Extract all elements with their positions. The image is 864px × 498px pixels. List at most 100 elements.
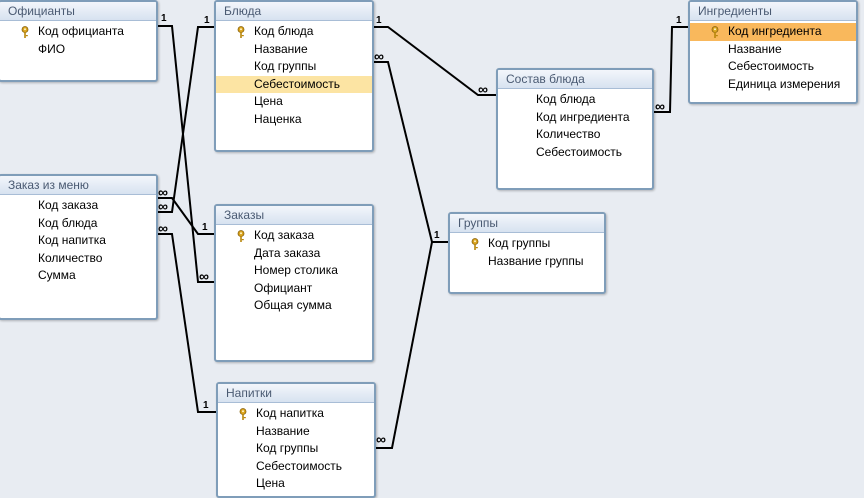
link-waiters-orders[interactable] bbox=[156, 25, 214, 283]
card-drinks-many-group: ∞ bbox=[376, 431, 386, 447]
primary-key-icon bbox=[238, 408, 248, 420]
card-orders-many: ∞ bbox=[199, 268, 209, 284]
table-drinks-title[interactable]: Напитки bbox=[218, 384, 374, 403]
table-ingredients-title[interactable]: Ингредиенты bbox=[690, 2, 856, 21]
field-composition-1[interactable]: Код ингредиента bbox=[498, 109, 652, 127]
field-label: Дата заказа bbox=[254, 245, 321, 260]
field-orders-3[interactable]: Официант bbox=[216, 280, 372, 298]
field-label: Код ингредиента bbox=[728, 24, 822, 38]
field-label: Код блюда bbox=[254, 24, 314, 38]
field-label: Код группы bbox=[256, 441, 319, 455]
field-drinks-4[interactable]: Цена bbox=[218, 475, 374, 493]
field-label: Код ингредиента bbox=[536, 109, 630, 124]
field-dishes-4[interactable]: Цена bbox=[216, 93, 372, 111]
field-ingredients-3[interactable]: Единица измерения bbox=[690, 76, 856, 94]
field-label: Код блюда bbox=[536, 92, 596, 106]
table-composition-title[interactable]: Состав блюда bbox=[498, 70, 652, 89]
card-groups-one: 1 bbox=[434, 230, 440, 241]
card-composition-many-dish: ∞ bbox=[478, 81, 488, 97]
field-label: Себестоимость bbox=[254, 76, 341, 91]
field-label: Код блюда bbox=[38, 215, 98, 230]
link-groups-dishes[interactable] bbox=[372, 61, 448, 243]
card-drinks-one: 1 bbox=[203, 400, 209, 411]
field-label: Цена bbox=[256, 476, 285, 490]
field-label: Количество bbox=[536, 127, 601, 141]
field-label: Название bbox=[254, 41, 308, 56]
field-label: Цена bbox=[254, 94, 283, 108]
field-drinks-3[interactable]: Себестоимость bbox=[218, 458, 374, 476]
field-composition-2[interactable]: Количество bbox=[498, 126, 652, 144]
field-orders-4[interactable]: Общая сумма bbox=[216, 297, 372, 315]
field-orders-0[interactable]: Код заказа bbox=[216, 227, 372, 245]
card-dishes-one-right: 1 bbox=[376, 15, 382, 26]
field-label: Код заказа bbox=[38, 198, 99, 212]
field-dishes-5[interactable]: Наценка bbox=[216, 111, 372, 129]
field-label: Код группы bbox=[488, 236, 551, 250]
field-menu-order-0[interactable]: Код заказа bbox=[0, 197, 156, 215]
card-composition-many-ingr: ∞ bbox=[655, 98, 665, 114]
field-label: Сумма bbox=[38, 268, 76, 282]
field-label: Код группы bbox=[254, 59, 317, 73]
field-dishes-1[interactable]: Название bbox=[216, 41, 372, 59]
field-menu-order-3[interactable]: Количество bbox=[0, 250, 156, 268]
field-label: Единица измерения bbox=[728, 76, 841, 91]
field-menu-order-1[interactable]: Код блюда bbox=[0, 215, 156, 233]
primary-key-icon bbox=[710, 26, 720, 38]
field-label: Код напитка bbox=[38, 233, 106, 247]
field-label: Название bbox=[728, 41, 782, 56]
card-menuorder-many-dish: ∞ bbox=[158, 198, 168, 214]
field-groups-1[interactable]: Название группы bbox=[450, 253, 604, 271]
link-drinks-menuorder[interactable] bbox=[156, 233, 216, 413]
field-dishes-2[interactable]: Код группы bbox=[216, 58, 372, 76]
field-ingredients-2[interactable]: Себестоимость bbox=[690, 58, 856, 76]
field-orders-2[interactable]: Номер столика bbox=[216, 262, 372, 280]
primary-key-icon bbox=[20, 26, 30, 38]
card-menuorder-many-order: ∞ bbox=[158, 184, 168, 200]
field-drinks-0[interactable]: Код напитка bbox=[218, 405, 374, 423]
card-dishes-many-group: ∞ bbox=[374, 48, 384, 64]
table-waiters-title[interactable]: Официанты bbox=[0, 2, 156, 21]
primary-key-icon bbox=[236, 230, 246, 242]
field-composition-0[interactable]: Код блюда bbox=[498, 91, 652, 109]
field-menu-order-4[interactable]: Сумма bbox=[0, 267, 156, 285]
field-ingredients-0[interactable]: Код ингредиента bbox=[690, 23, 856, 41]
field-label: Количество bbox=[38, 250, 103, 265]
table-menu-order-title[interactable]: Заказ из меню bbox=[0, 176, 156, 195]
field-label: Код заказа bbox=[254, 228, 315, 242]
field-orders-1[interactable]: Дата заказа bbox=[216, 245, 372, 263]
primary-key-icon bbox=[470, 238, 480, 250]
field-ingredients-1[interactable]: Название bbox=[690, 41, 856, 59]
field-dishes-0[interactable]: Код блюда bbox=[216, 23, 372, 41]
field-label: Название bbox=[256, 423, 310, 438]
field-label: Себестоимость bbox=[536, 144, 623, 159]
field-dishes-3[interactable]: Себестоимость bbox=[216, 75, 372, 93]
field-label: Код напитка bbox=[256, 406, 324, 420]
table-dishes-title[interactable]: Блюда bbox=[216, 2, 372, 21]
field-composition-3[interactable]: Себестоимость bbox=[498, 144, 652, 162]
field-drinks-2[interactable]: Код группы bbox=[218, 440, 374, 458]
field-menu-order-2[interactable]: Код напитка bbox=[0, 232, 156, 250]
link-groups-drinks[interactable] bbox=[374, 241, 448, 449]
field-label: Общая сумма bbox=[254, 298, 332, 312]
field-waiters-0[interactable]: Код официанта bbox=[0, 23, 156, 41]
field-groups-0[interactable]: Код группы bbox=[450, 235, 604, 253]
field-label: Наценка bbox=[254, 111, 302, 126]
primary-key-icon bbox=[236, 26, 246, 38]
field-label: Официант bbox=[254, 280, 313, 295]
table-orders-title[interactable]: Заказы bbox=[216, 206, 372, 225]
card-ingredients-one: 1 bbox=[676, 15, 682, 26]
field-label: ФИО bbox=[38, 41, 66, 56]
field-waiters-1[interactable]: ФИО bbox=[0, 41, 156, 59]
field-drinks-1[interactable]: Название bbox=[218, 423, 374, 441]
field-label: Номер столика bbox=[254, 263, 338, 277]
field-label: Название группы bbox=[488, 253, 584, 268]
table-groups-title[interactable]: Группы bbox=[450, 214, 604, 233]
